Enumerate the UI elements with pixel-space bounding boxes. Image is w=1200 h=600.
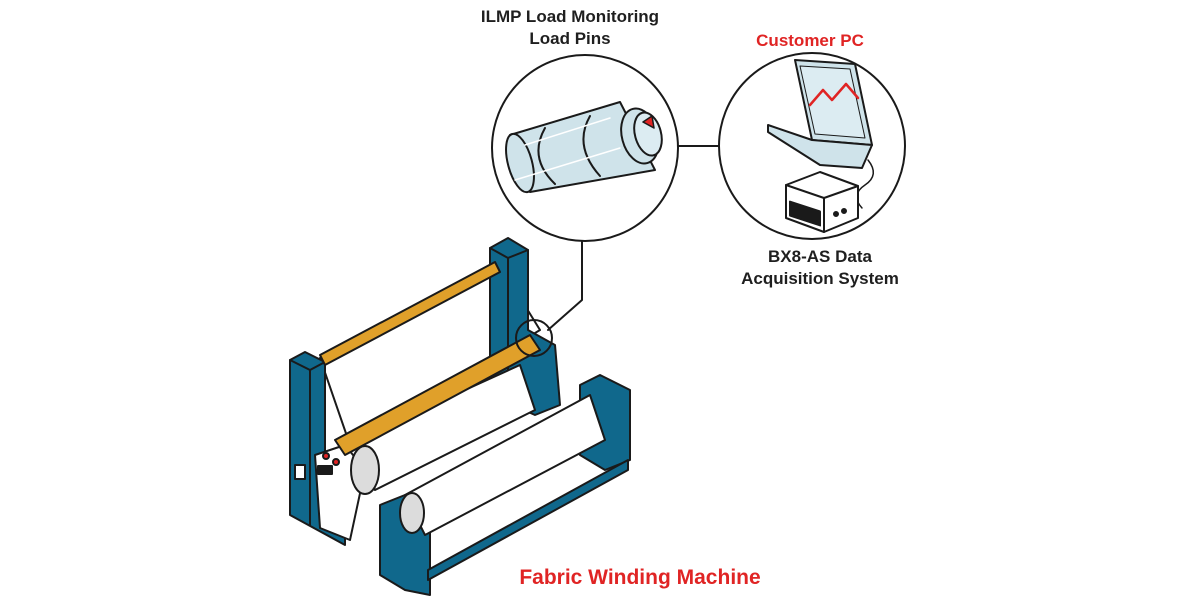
machine-label: Fabric Winding Machine [519,566,761,589]
load-pin-icon [505,101,663,194]
customer-pc-label: Customer PC [756,31,864,50]
load-pins-label-line2: Load Pins [529,29,611,48]
gold-roller-front [334,334,541,456]
fabric-winding-machine [289,237,631,596]
load-pins-label-line1: ILMP Load Monitoring [480,7,660,26]
laptop-icon [767,59,873,169]
daq-label-line1: BX8-AS Data [768,247,872,266]
customer-pc-callout [718,52,906,240]
connector-pin-to-machine [547,237,583,331]
switch-icon [294,464,306,480]
front-bed-rail [427,459,629,581]
daq-label-line2: Acquisition System [741,269,899,288]
gold-roller-back [319,261,501,366]
load-pin-location-marker [515,319,553,357]
daq-label: BX8-AS Data Acquisition System [715,246,925,290]
daq-box-icon [785,171,859,233]
load-pins-label: ILMP Load Monitoring Load Pins [440,6,700,50]
load-pin-callout [491,54,679,242]
